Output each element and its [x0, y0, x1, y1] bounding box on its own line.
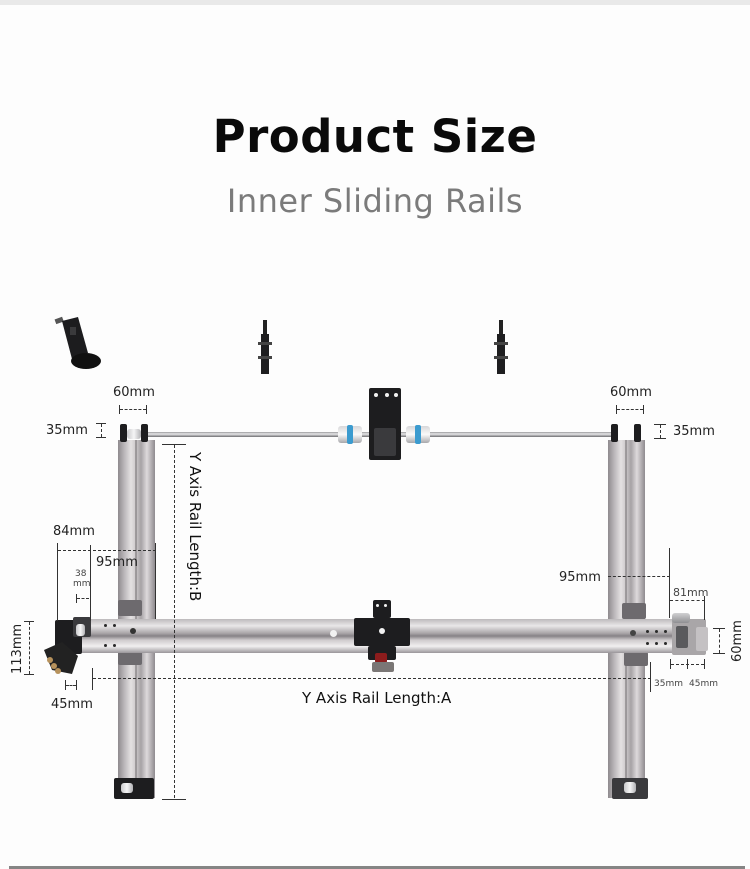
- dim-tick: [713, 628, 725, 629]
- rail-bolt: [664, 642, 667, 645]
- dim-tick: [162, 799, 186, 800]
- dim-line-rail-length-a: [93, 678, 651, 679]
- rail-bolt: [630, 630, 636, 636]
- rail-bolt: [646, 630, 649, 633]
- dim-label-top-left-width: 60mm: [113, 385, 155, 400]
- dim-label-right-45: 45mm: [689, 679, 718, 689]
- dim-tick: [146, 405, 147, 414]
- dim-label-left-38-line1: 38: [75, 569, 87, 579]
- dim-line: [66, 685, 76, 686]
- dim-extension: [57, 543, 58, 621]
- dim-tick: [96, 437, 106, 438]
- dim-label-left-84: 84mm: [53, 524, 95, 539]
- dim-line: [660, 425, 661, 438]
- left-y-carriage-plate-top: [118, 600, 142, 616]
- right-y-carriage-plate-top: [622, 603, 646, 619]
- page-subtitle: Inner Sliding Rails: [226, 182, 524, 220]
- dim-extension: [704, 596, 705, 620]
- dim-tick: [670, 659, 671, 669]
- dim-label-rail-length-b: Y Axis Rail Length:B: [186, 452, 204, 602]
- y-rail-right-top-cap: [611, 424, 618, 442]
- bottom-divider: [9, 866, 745, 869]
- dim-tick: [96, 423, 106, 424]
- dim-line: [670, 600, 705, 601]
- dim-tick: [76, 594, 77, 603]
- dim-line: [29, 622, 30, 674]
- y-rail-left-bottom-cap: [114, 778, 154, 799]
- dim-label-right-60: 60mm: [730, 620, 745, 662]
- dim-label-left-45: 45mm: [51, 697, 93, 712]
- dim-line: [617, 409, 643, 410]
- rail-bolt: [130, 628, 136, 634]
- dim-tick: [654, 424, 666, 425]
- page-title: Product Size: [212, 110, 538, 163]
- dim-line: [58, 550, 156, 551]
- dim-label-right-35: 35mm: [654, 679, 683, 689]
- rail-bolt: [104, 624, 107, 627]
- dim-extension: [669, 548, 670, 618]
- dim-tick: [616, 405, 617, 414]
- dim-line: [608, 576, 670, 577]
- dim-label-top-right-height: 35mm: [673, 424, 715, 439]
- dim-label-rail-length-a: Y Axis Rail Length:A: [302, 689, 452, 707]
- bottom-right-idler: [624, 782, 636, 793]
- dim-label-left-113: 113mm: [10, 623, 25, 674]
- dim-tick: [65, 680, 66, 690]
- dim-extension: [92, 668, 93, 690]
- y-rail-right-top-cap: [634, 424, 641, 442]
- dim-tick: [24, 621, 34, 622]
- top-left-idler: [127, 429, 141, 439]
- dim-tick: [713, 653, 725, 654]
- dim-tick: [654, 438, 666, 439]
- rail-bolt: [655, 642, 658, 645]
- rail-bolt: [104, 644, 107, 647]
- dim-line: [120, 409, 146, 410]
- dim-tick: [162, 444, 186, 445]
- dim-line: [101, 424, 102, 437]
- rail-bolt: [655, 630, 658, 633]
- y-rail-left-top-cap: [120, 424, 127, 442]
- y-rail-left-top-cap: [141, 424, 148, 442]
- dim-extension: [650, 662, 651, 692]
- dim-tick: [119, 405, 120, 414]
- dim-label-right-81: 81mm: [673, 586, 709, 599]
- dim-label-top-left-height: 35mm: [46, 423, 88, 438]
- shaft-coupler-right: [406, 425, 430, 444]
- shaft-coupler-left: [338, 425, 362, 444]
- dim-tick: [76, 680, 77, 690]
- rail-bolt: [113, 624, 116, 627]
- left-y-carriage-plate-bottom: [118, 651, 142, 665]
- dim-line: [174, 445, 175, 798]
- dim-label-left-38-line2: mm: [73, 579, 91, 589]
- dim-extension: [90, 545, 91, 621]
- dim-label-right-95: 95mm: [559, 570, 601, 585]
- dim-label-left-95: 95mm: [96, 555, 138, 570]
- right-y-carriage-plate-bottom: [624, 652, 648, 666]
- dim-extension: [155, 543, 156, 619]
- rail-bolt: [664, 630, 667, 633]
- dim-line: [77, 598, 89, 599]
- dim-line: [719, 629, 720, 653]
- dim-label-top-right-width: 60mm: [610, 385, 652, 400]
- dim-tick: [643, 405, 644, 414]
- dim-tick: [24, 674, 34, 675]
- x-rail-hole: [330, 630, 337, 637]
- dim-tick: [687, 659, 688, 669]
- rail-bolt: [113, 644, 116, 647]
- top-border-strip: [0, 0, 750, 5]
- dim-tick: [704, 659, 705, 669]
- bottom-left-idler: [121, 783, 133, 793]
- rail-bolt: [646, 642, 649, 645]
